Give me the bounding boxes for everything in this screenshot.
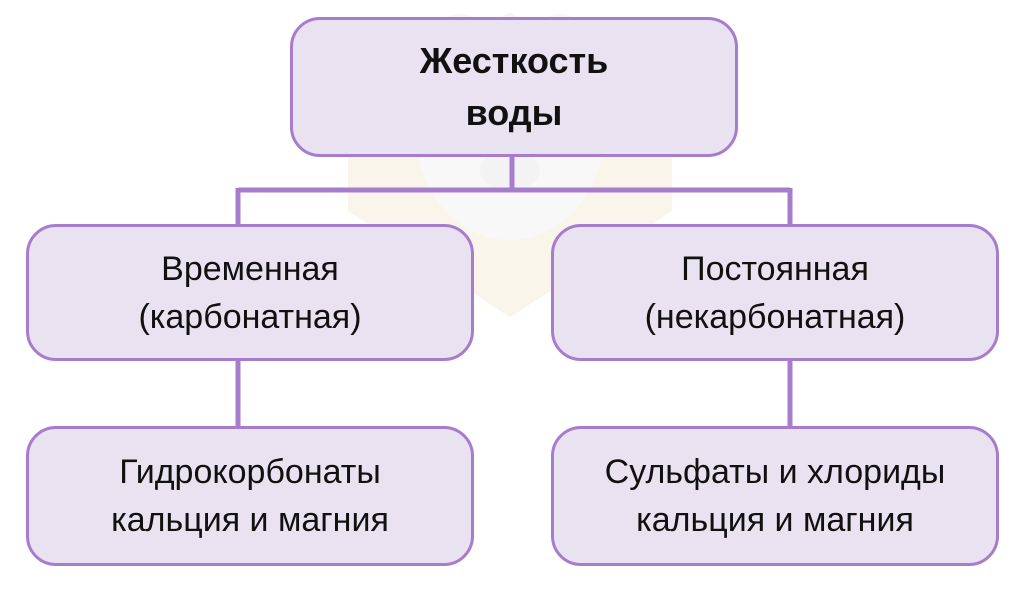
node-water-hardness-line2: воды [465, 92, 563, 133]
node-temporary-cause: Гидрокорбонаты кальция и магния [26, 426, 474, 566]
node-water-hardness-line1: Жесткость [419, 40, 609, 81]
node-temporary-line1: Временная [161, 249, 339, 288]
node-permanent-hardness: Постоянная (некарбонатная) [551, 224, 999, 361]
node-water-hardness: Жесткость воды [290, 17, 738, 157]
node-temporary-hardness: Временная (карбонатная) [26, 224, 474, 361]
node-permanent-cause-line1: Сульфаты и хлориды [604, 453, 946, 491]
node-permanent-line1: Постоянная [681, 249, 869, 288]
node-temporary-cause-line1: Гидрокорбонаты [119, 453, 381, 491]
node-permanent-cause: Сульфаты и хлориды кальция и магния [551, 426, 999, 566]
node-temporary-line2: (карбонатная) [138, 297, 362, 336]
node-permanent-cause-line2: кальция и магния [636, 501, 914, 539]
node-temporary-cause-line2: кальция и магния [111, 501, 389, 539]
node-permanent-line2: (некарбонатная) [644, 297, 906, 336]
